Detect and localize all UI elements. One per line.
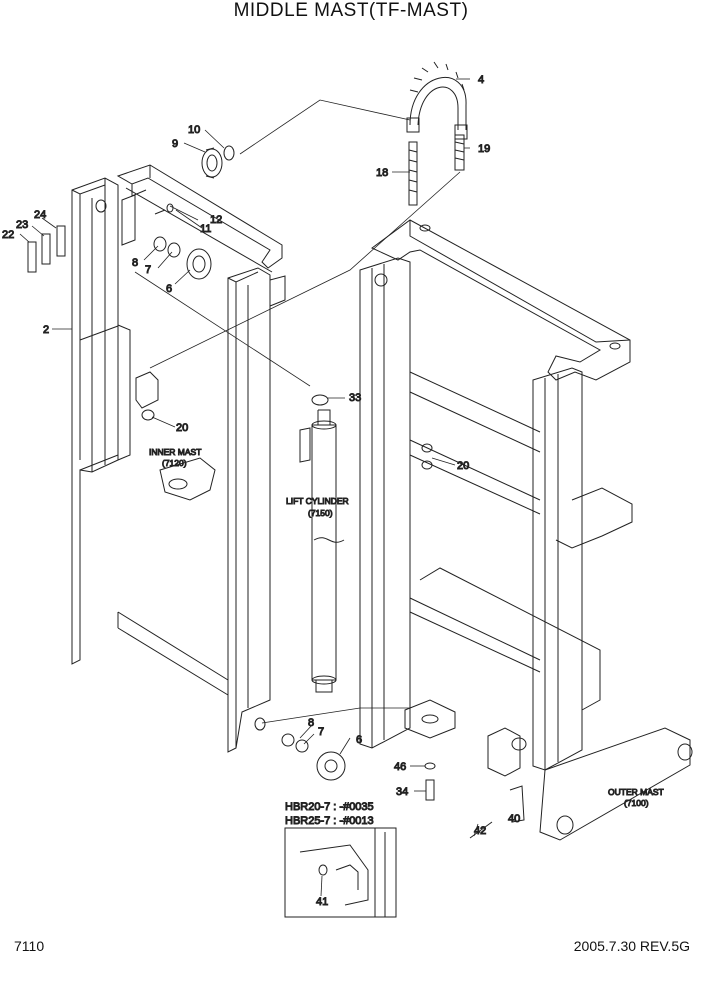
callout-23: 23 xyxy=(16,219,28,231)
inset-detail-box xyxy=(284,827,397,918)
callout-20a: 20 xyxy=(176,422,188,434)
page-code: 7110 xyxy=(14,938,45,954)
callout-40: 40 xyxy=(508,813,520,825)
inner-mast xyxy=(71,164,286,753)
callout-34: 34 xyxy=(396,786,408,798)
callout-20b: 20 xyxy=(457,460,469,472)
serial-notes: HBR20-7 : -#0035 HBR25-7 : -#0013 xyxy=(285,801,375,828)
label-inner-mast-code: (7120) xyxy=(162,458,187,468)
leader-lines xyxy=(19,78,514,897)
label-lift-cylinder-code: (7150) xyxy=(308,508,333,518)
callout-9: 9 xyxy=(172,138,178,150)
callout-12: 12 xyxy=(210,214,222,226)
page-title: MIDDLE MAST(TF-MAST) xyxy=(233,0,469,21)
lift-cylinder xyxy=(299,409,345,693)
label-inner-mast: INNER MAST xyxy=(149,447,201,457)
callout-6a: 6 xyxy=(166,283,172,295)
callout-4: 4 xyxy=(478,74,484,86)
callout-2: 2 xyxy=(43,324,49,336)
chain-assembly xyxy=(406,61,468,206)
callout-18: 18 xyxy=(376,167,388,179)
callout-19: 19 xyxy=(478,143,490,155)
revision-date: 2005.7.30 REV.5G xyxy=(573,938,690,954)
callout-46: 46 xyxy=(394,761,406,773)
label-lift-cylinder: LIFT CYLINDER xyxy=(286,496,349,506)
assembly-labels: INNER MAST (7120) LIFT CYLINDER (7150) O… xyxy=(149,447,665,809)
sheave-and-bearings xyxy=(141,145,433,781)
callout-numbers: 2 4 6 6 7 7 8 8 9 10 11 12 18 19 20 20 2… xyxy=(2,74,521,909)
callout-11: 11 xyxy=(200,223,211,235)
callout-7b: 7 xyxy=(318,726,324,738)
callout-10: 10 xyxy=(188,124,200,136)
shim-plates xyxy=(27,225,66,273)
callout-22: 22 xyxy=(2,229,14,241)
serial-note-hbr25: HBR25-7 : -#0013 xyxy=(285,815,374,827)
label-outer-mast: OUTER MAST xyxy=(608,787,664,797)
callout-7a: 7 xyxy=(145,264,151,276)
callout-8a: 8 xyxy=(132,257,138,269)
callout-8b: 8 xyxy=(308,717,314,729)
callout-24: 24 xyxy=(34,209,46,221)
serial-note-hbr20: HBR20-7 : -#0035 xyxy=(285,801,374,813)
callout-33: 33 xyxy=(349,392,361,404)
callout-42: 42 xyxy=(474,825,486,837)
callout-6b: 6 xyxy=(356,734,362,746)
callout-41: 41 xyxy=(316,896,328,908)
outer-mast xyxy=(359,219,693,841)
label-outer-mast-code: (7100) xyxy=(624,798,649,808)
